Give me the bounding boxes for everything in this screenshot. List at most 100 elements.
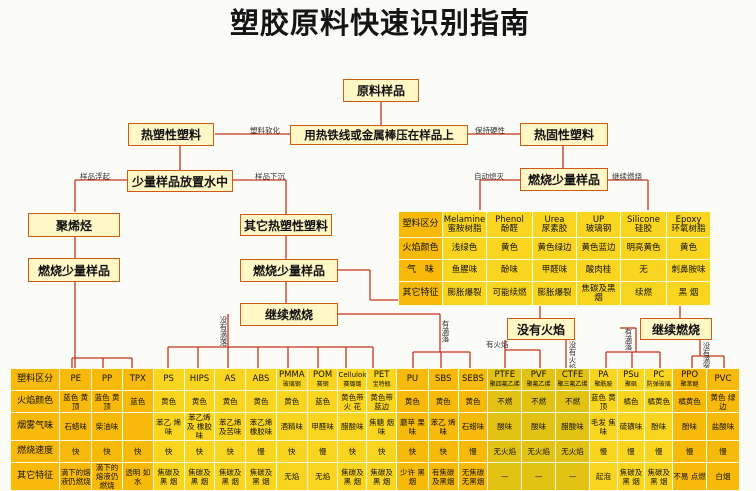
row-label-flame: 火焰颜色 <box>9 390 61 413</box>
row-label-other2: 其它特征 <box>9 462 61 491</box>
plastic-name: POM <box>313 369 333 380</box>
table-cell: — <box>487 462 523 491</box>
table-cell: 无火焰 <box>555 440 590 463</box>
table-cell: 白烟 <box>706 462 740 491</box>
table-cell: 酚味 <box>672 412 707 441</box>
table-cell: 石蜡味 <box>457 412 489 441</box>
row-label-smoke: 烟雾气味 <box>9 412 61 441</box>
table-cell: 酸肉桂 <box>576 259 621 282</box>
table-cell: 柴油味 <box>91 412 123 441</box>
plastic-name: CTFE <box>561 369 584 380</box>
table-cell: 快 <box>214 440 247 463</box>
table-cell: 甲醛味 <box>532 259 577 282</box>
table-cell: 焦糖 烟味 <box>366 412 397 441</box>
plastic-name: PS <box>163 374 174 384</box>
table-cell: 黄色 <box>214 390 247 413</box>
table-cell: 有焦碳 及黑烟 <box>427 462 459 491</box>
table-cell: 焦碳及 黑 烟 <box>366 462 397 491</box>
plastic-name: PPO <box>681 369 699 380</box>
table-cell: 橘色 <box>616 390 646 413</box>
table-cell: 慢 <box>644 440 674 463</box>
plastic-header-pvc: PVC <box>706 368 740 391</box>
thermoplastic-node: 热塑性塑料 <box>128 123 214 146</box>
table-cell: 苯乙 烯味 <box>427 412 459 441</box>
table-cell: 石蜡味 <box>59 412 93 441</box>
table-cell: 苯乙烯 橡胶味 <box>245 412 277 441</box>
table-cell: 酚味 <box>644 412 674 441</box>
polyolefin-burn-node: 燃烧少量样品 <box>28 258 120 282</box>
plastic-name: PVC <box>714 374 732 384</box>
label-no-drip-2: 没有滴落 <box>702 342 711 372</box>
table-cell: 慢 <box>616 440 646 463</box>
row-label-type: 塑料区分 <box>398 211 443 238</box>
row-label-flame: 火焰颜色 <box>398 237 443 260</box>
table-cell: 起泡 <box>588 462 618 491</box>
table-cell: 焦碳及 黑 烟 <box>183 462 216 491</box>
other-thermoplastic-node: 其它热塑性塑料 <box>240 214 332 236</box>
table-cell: 焦碳及 黑 烟 <box>245 462 277 491</box>
plastic-name: TPX <box>129 374 146 384</box>
table-cell: 膨胀爆裂 <box>442 281 487 306</box>
table-cell: 慢 <box>672 440 707 463</box>
test-rod-node: 用热铁线或金属棒压在样品上 <box>290 125 468 145</box>
label-keep-hard: 保持硬性 <box>475 126 505 135</box>
plastic-subname: 宝特瓶 <box>372 380 391 388</box>
table-cell: 黄色蓝边 <box>576 237 621 260</box>
plastic-header-pp: PP <box>91 368 123 391</box>
plastic-name: PC <box>653 369 665 380</box>
table-cell: 酸味 <box>521 412 557 441</box>
table-cell: 快 <box>183 440 216 463</box>
continue-burn-node-1: 继续燃烧 <box>240 303 338 326</box>
table-cell: 硫磺味 <box>616 412 646 441</box>
table-cell: 黄色绿边 <box>532 237 577 260</box>
plastic-subname: 聚四氟乙烯 <box>489 380 520 388</box>
label-no-drip-1: 没有滴落 <box>219 316 228 346</box>
table-cell: 快 <box>59 440 93 463</box>
table-cell: 毛发 焦味 <box>588 412 618 441</box>
table-cell: 快 <box>395 440 429 463</box>
table-cell: 鱼腥味 <box>442 259 487 282</box>
table-cell: 无焰 <box>306 462 339 491</box>
table-cell: 蓝色 黄顶 <box>588 390 618 413</box>
plastic-name: PMMA <box>278 369 305 380</box>
table-cell: 滴下的熔液仍燃烧 <box>91 462 123 491</box>
table-cell: 蓝色 <box>121 390 154 413</box>
plastic-subname: 聚氟乙烯 <box>526 380 551 388</box>
label-keep-burn: 继续燃烧 <box>612 172 642 181</box>
table-cell: 蓝色 <box>306 390 339 413</box>
polyolefin-node: 聚烯烃 <box>28 213 120 237</box>
plastic-header-sbs: SBS <box>427 368 459 391</box>
table-cell: 焦碳及黑 烟 <box>576 281 621 306</box>
table-cell: 酒精味 <box>275 412 308 441</box>
table-cell: 盐酸味 <box>706 412 740 441</box>
table-cell: — <box>521 462 557 491</box>
page-title: 塑胶原料快速识别指南 <box>229 6 530 40</box>
table-cell: — <box>555 462 590 491</box>
water-test-node: 少量样品放置水中 <box>127 170 233 192</box>
table-cell: 快 <box>337 440 368 463</box>
plastic-name: PU <box>406 374 419 384</box>
sample-node: 原料样品 <box>343 79 419 102</box>
table-cell: 黄色 <box>666 237 711 260</box>
plastic-name: SEBS <box>462 374 484 384</box>
plastic-header-sebs: SEBS <box>457 368 489 391</box>
table-cell: 焦碳及 黑 烟 <box>152 462 185 491</box>
table-cell: 刺鼻胺味 <box>666 259 711 282</box>
table-cell: 膨胀爆裂 <box>532 281 577 306</box>
table-cell: 蓝色 黄顶 <box>59 390 93 413</box>
table-cell: 黑 烟 <box>666 281 711 306</box>
continue-burn-node-2: 继续燃烧 <box>640 318 712 340</box>
label-drip-2: 有滴落 <box>624 328 633 351</box>
plastic-header-tpx: TPX <box>121 368 154 391</box>
table-cell: 焦碳及 黑 烟 <box>644 462 674 491</box>
table-cell: 慢 <box>245 440 277 463</box>
plastic-header-ps: PS <box>152 368 185 391</box>
